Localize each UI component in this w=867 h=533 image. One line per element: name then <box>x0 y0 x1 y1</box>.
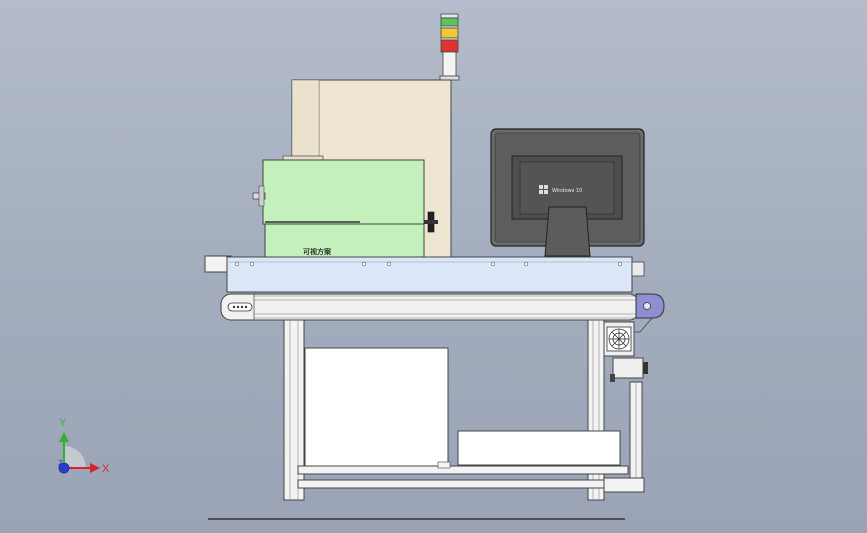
fan-grill-icon <box>608 328 630 350</box>
monitor: Windows 10 <box>490 128 645 257</box>
z-axis-label: Z <box>58 459 63 468</box>
internal-boxes <box>304 347 621 469</box>
z-axis-dot-icon <box>58 462 70 474</box>
conveyor <box>204 255 665 333</box>
tower-green-lamp <box>440 17 459 27</box>
support-frame <box>283 319 645 501</box>
x-arrow-icon <box>90 463 100 473</box>
windows-logo-icon <box>539 185 548 194</box>
signal-tower <box>439 13 460 81</box>
tower-red-lamp <box>440 39 459 53</box>
fan-unit <box>603 321 648 382</box>
monitor-stand <box>544 206 591 257</box>
axis-triad: Y X Z <box>58 417 110 475</box>
y-axis-label: Y <box>59 417 67 429</box>
os-label: Windows 10 <box>552 188 582 194</box>
green-panel: 可视方案 <box>252 159 438 258</box>
panel-label: 可视方案 <box>303 247 332 256</box>
tower-yellow-lamp <box>440 27 459 39</box>
y-arrow-icon <box>59 432 69 442</box>
x-axis-label: X <box>102 463 110 475</box>
